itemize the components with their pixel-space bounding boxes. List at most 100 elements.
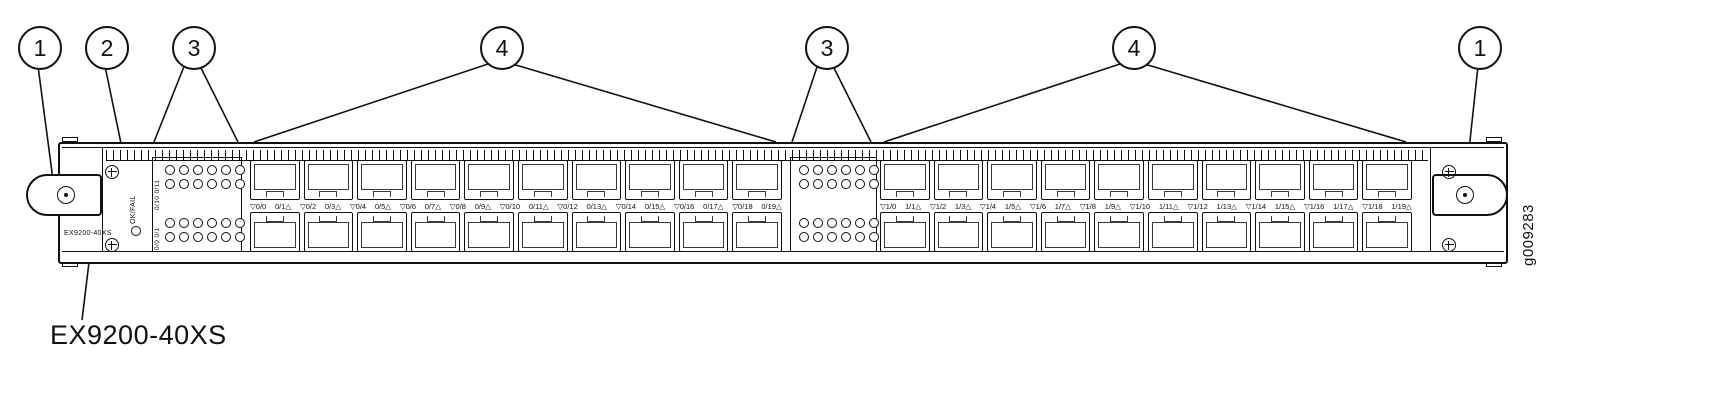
okfail-label: OK/FAIL <box>130 195 137 224</box>
sfp-port <box>1255 212 1305 252</box>
port-label: ▽0/10 <box>499 201 521 211</box>
sfp-port <box>625 160 675 200</box>
port-label: ▽0/2 <box>299 201 317 211</box>
led-block-right <box>790 157 879 252</box>
end-bracket-line-right <box>1430 148 1431 252</box>
callout-1-left-ejector: 1 <box>18 26 62 70</box>
port-led <box>841 218 851 228</box>
ejector-handle-right <box>1432 174 1508 216</box>
port-led <box>813 231 823 242</box>
sfp-port <box>933 160 984 200</box>
sfp-port <box>410 160 461 200</box>
port-led <box>193 178 203 189</box>
port-led <box>827 178 837 189</box>
port-label: ▽1/0 <box>880 201 897 211</box>
port-label: 0/1△ <box>274 201 292 211</box>
port-label: 1/11△ <box>1158 201 1179 211</box>
port-led <box>179 218 189 228</box>
port-led <box>221 178 231 189</box>
port-led <box>193 231 203 242</box>
port-label: 0/13△ <box>586 201 607 211</box>
screw-center-dot <box>64 193 68 197</box>
faceplate-top-edge-line <box>62 147 1504 148</box>
port-label: 1/13△ <box>1216 201 1237 211</box>
sfp-port <box>1308 212 1359 252</box>
port-led <box>207 231 217 242</box>
port-label: 1/3△ <box>954 201 972 211</box>
sfp-port <box>880 212 930 252</box>
chassis-tab <box>62 137 78 142</box>
port-led <box>193 165 203 175</box>
port-row-pic0-top <box>250 160 782 200</box>
port-label: ▽1/2 <box>929 201 947 211</box>
sfp-port <box>1147 160 1198 200</box>
port-led <box>813 218 823 228</box>
sfp-port <box>732 160 782 200</box>
port-led <box>207 218 217 228</box>
port-label: 1/9△ <box>1104 201 1121 211</box>
led-block-left-bottom-label: 0/0 0/1 <box>154 227 161 250</box>
captive-screw-right <box>1456 186 1474 204</box>
port-led <box>827 231 837 242</box>
port-label: 0/5△ <box>374 201 392 211</box>
port-label: 1/15△ <box>1274 201 1296 211</box>
port-label: ▽0/16 <box>673 201 695 211</box>
okfail-led <box>131 226 141 236</box>
port-label: ▽1/18 <box>1362 201 1383 211</box>
sfp-port <box>625 212 675 252</box>
faceplate-bottom-edge-line <box>62 251 1504 252</box>
led-block-left-top-label: 0/10 0/11 <box>154 179 161 210</box>
sfp-port <box>517 160 568 200</box>
port-led <box>179 178 189 189</box>
sfp-port <box>987 160 1037 200</box>
port-led <box>799 165 809 175</box>
sfp-port <box>303 212 354 252</box>
port-led <box>235 178 245 189</box>
sfp-port <box>987 212 1037 252</box>
port-led <box>179 165 189 175</box>
port-label: ▽1/6 <box>1029 201 1047 211</box>
sfp-port <box>933 212 984 252</box>
port-led <box>841 165 851 175</box>
port-row-pic1-bottom <box>880 212 1412 252</box>
port-label: 1/17△ <box>1333 201 1354 211</box>
port-label: ▽0/18 <box>732 201 753 211</box>
sfp-port <box>678 212 729 252</box>
cross-head-screw <box>105 165 119 179</box>
port-row-pic1-top <box>880 160 1412 200</box>
port-led <box>799 218 809 228</box>
led-grid <box>799 218 879 242</box>
port-led <box>165 178 175 189</box>
port-led <box>841 178 851 189</box>
port-led <box>165 231 175 242</box>
sfp-port <box>250 160 300 200</box>
port-led <box>235 231 245 242</box>
led-grid <box>799 165 879 189</box>
port-label: ▽1/12 <box>1187 201 1208 211</box>
sfp-port <box>880 160 930 200</box>
port-led <box>221 165 231 175</box>
port-led <box>869 231 879 242</box>
captive-screw-left <box>57 186 75 204</box>
port-led <box>179 231 189 242</box>
sfp-port <box>517 212 568 252</box>
port-led <box>855 178 865 189</box>
screw-center-dot <box>1463 193 1467 197</box>
callout-3-led-block-left: 3 <box>172 26 216 70</box>
port-led <box>235 165 245 175</box>
port-label: ▽1/4 <box>979 201 997 211</box>
sfp-port <box>1201 212 1252 252</box>
sfp-port <box>1040 212 1091 252</box>
port-led <box>813 178 823 189</box>
port-label: ▽0/4 <box>349 201 367 211</box>
port-led <box>221 231 231 242</box>
cross-head-screw <box>1442 238 1456 252</box>
port-label: 0/11△ <box>528 201 549 211</box>
sfp-port <box>464 212 514 252</box>
sfp-port <box>1308 160 1359 200</box>
port-led <box>869 165 879 175</box>
port-label: 1/19△ <box>1391 201 1412 211</box>
